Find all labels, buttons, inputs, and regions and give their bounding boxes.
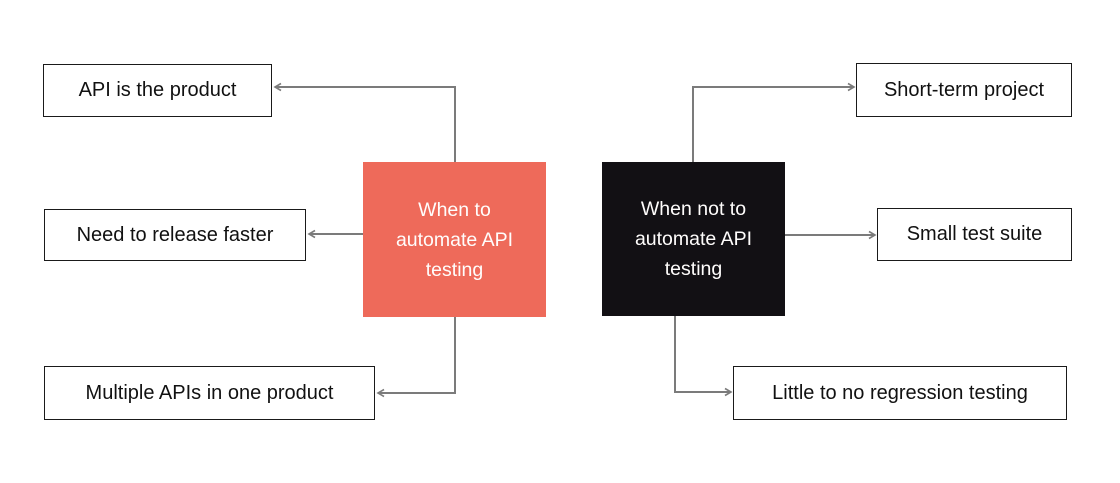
node-api-is-the-product: API is the product: [43, 64, 272, 117]
node-when-to-automate: When to automate API testing: [363, 162, 546, 317]
node-short-term-project: Short-term project: [856, 63, 1072, 117]
node-need-to-release-faster-label: Need to release faster: [76, 223, 274, 246]
connector-when-to-multiple-apis: [376, 317, 456, 398]
node-small-test-suite-label: Small test suite: [906, 223, 1043, 245]
node-multiple-apis-in-one-product: Multiple APIs in one product: [44, 366, 375, 420]
node-when-not-to-automate: When not to automate API testing: [602, 162, 785, 316]
node-need-to-release-faster: Need to release faster: [44, 209, 306, 261]
node-api-is-the-product-label: API is the product: [78, 79, 237, 101]
connector-when-to-api-product: [273, 82, 456, 162]
node-small-test-suite: Small test suite: [877, 208, 1072, 261]
node-little-to-no-regression-testing-label: Little to no regression testing: [772, 381, 1028, 404]
node-short-term-project-label: Short-term project: [883, 78, 1045, 101]
node-multiple-apis-in-one-product-label: Multiple APIs in one product: [85, 381, 334, 404]
node-when-to-automate-label: When to automate API testing: [395, 198, 514, 281]
node-little-to-no-regression-testing: Little to no regression testing: [733, 366, 1067, 420]
connector-when-not-regression: [674, 316, 733, 397]
node-when-not-to-automate-label: When not to automate API testing: [634, 198, 753, 280]
connector-when-not-short-term: [692, 82, 856, 162]
